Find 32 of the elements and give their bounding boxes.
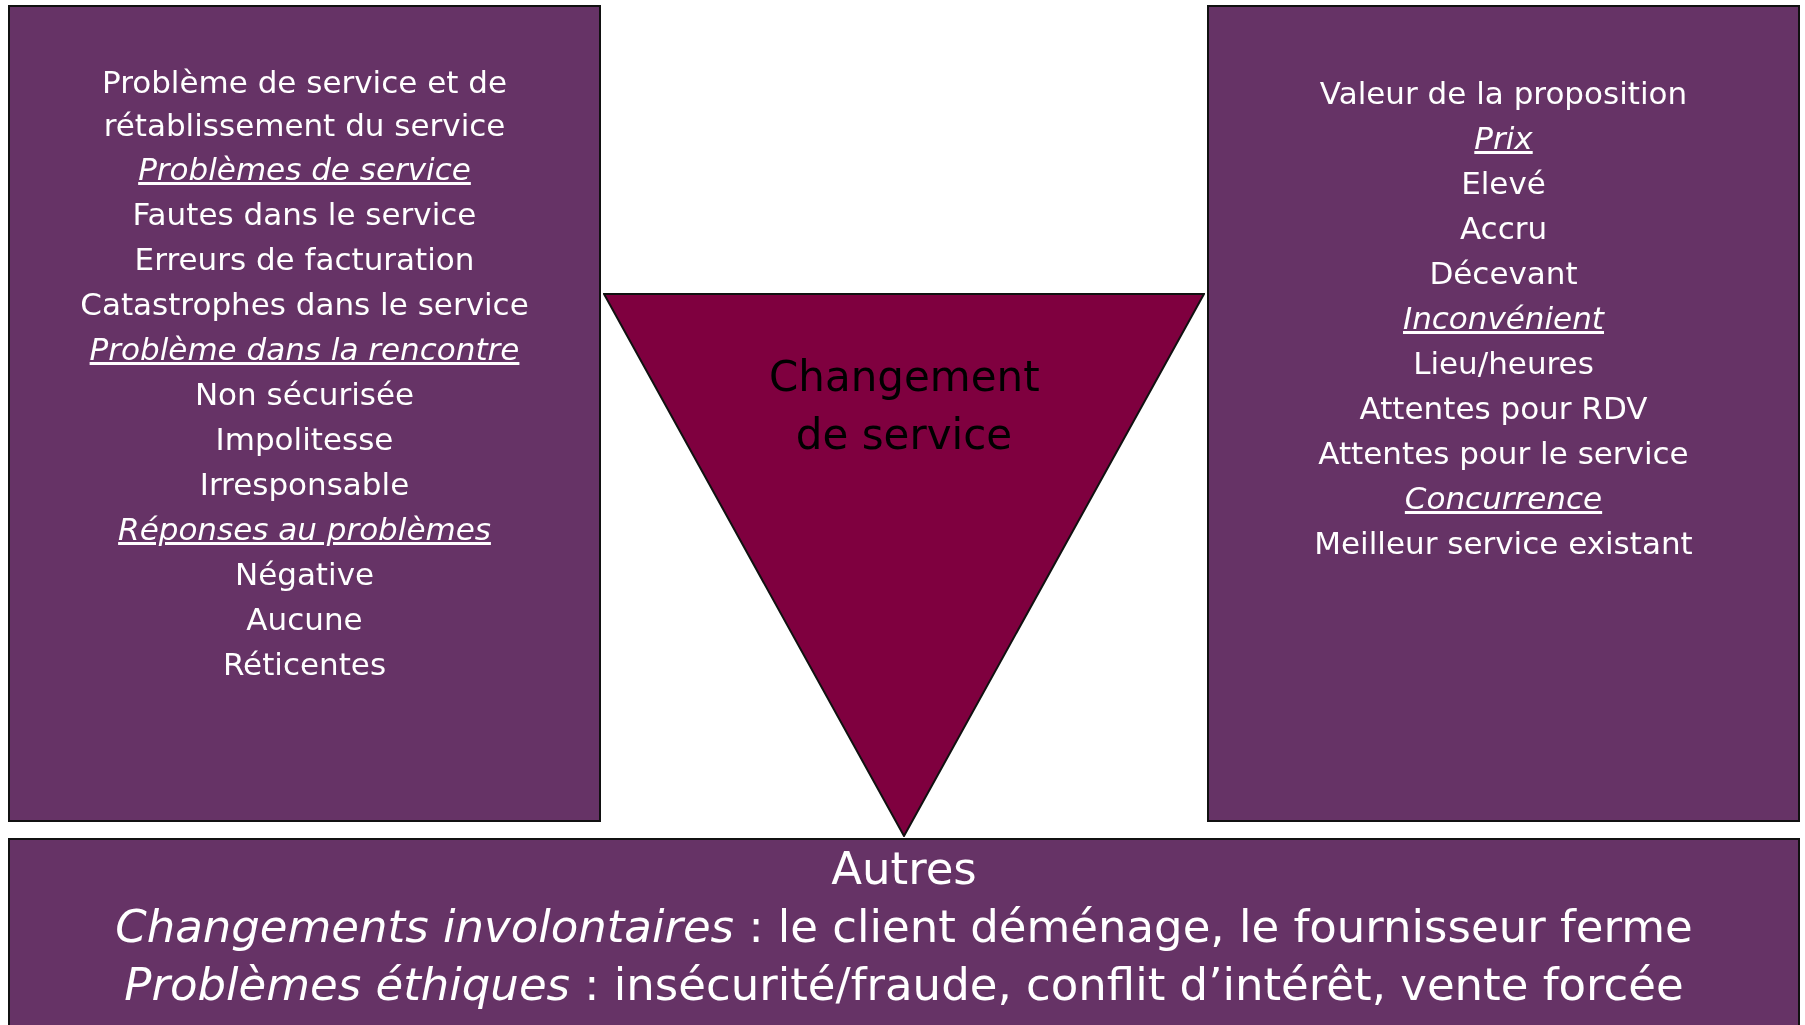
list-item: Elevé	[1461, 164, 1546, 203]
list-item: Fautes dans le service	[132, 194, 477, 234]
text-line: Problèmes éthiques : insécurité/fraude, conflit d’intérêt, vente forcée	[124, 957, 1684, 1013]
category-heading: Réponses au problèmes	[118, 509, 491, 549]
list-item: Lieu/heures	[1413, 344, 1594, 383]
banner-heading: Autres	[831, 841, 977, 897]
list-item: Meilleur service existant	[1314, 524, 1693, 563]
panel-heading: Problème de service et de rétablissement du service	[101, 62, 508, 145]
list-item: Accru	[1459, 209, 1548, 248]
list-item: Aucune	[246, 599, 363, 639]
category-heading: Inconvénient	[1403, 299, 1604, 338]
banner-panel	[8, 838, 1800, 1025]
text-panel	[1207, 5, 1800, 822]
list-item: Erreurs de facturation	[134, 239, 475, 279]
panel-heading: Valeur de la proposition	[1319, 74, 1688, 113]
category-heading: Prix	[1474, 119, 1533, 158]
list-item: Impolitesse	[215, 419, 394, 459]
list-item: Réticentes	[222, 644, 387, 684]
text-panel	[8, 5, 601, 822]
list-item: Attentes pour RDV	[1359, 389, 1648, 428]
list-item: Attentes pour le service	[1318, 434, 1689, 473]
shape-label: Changement de service	[769, 351, 1039, 461]
category-heading: Problèmes de service	[138, 149, 471, 189]
category-heading: Concurrence	[1404, 479, 1603, 518]
list-item: Irresponsable	[199, 464, 410, 504]
category-heading: Problème dans la rencontre	[89, 329, 520, 369]
list-item: Catastrophes dans le service	[80, 284, 529, 324]
list-item: Négative	[234, 554, 375, 594]
list-item: Non sécurisée	[194, 374, 415, 414]
list-item: Décevant	[1429, 254, 1578, 293]
triangle-shape	[603, 293, 1205, 837]
text-line: Changements involontaires : le client déménage, le fournisseur ferme	[115, 899, 1693, 955]
